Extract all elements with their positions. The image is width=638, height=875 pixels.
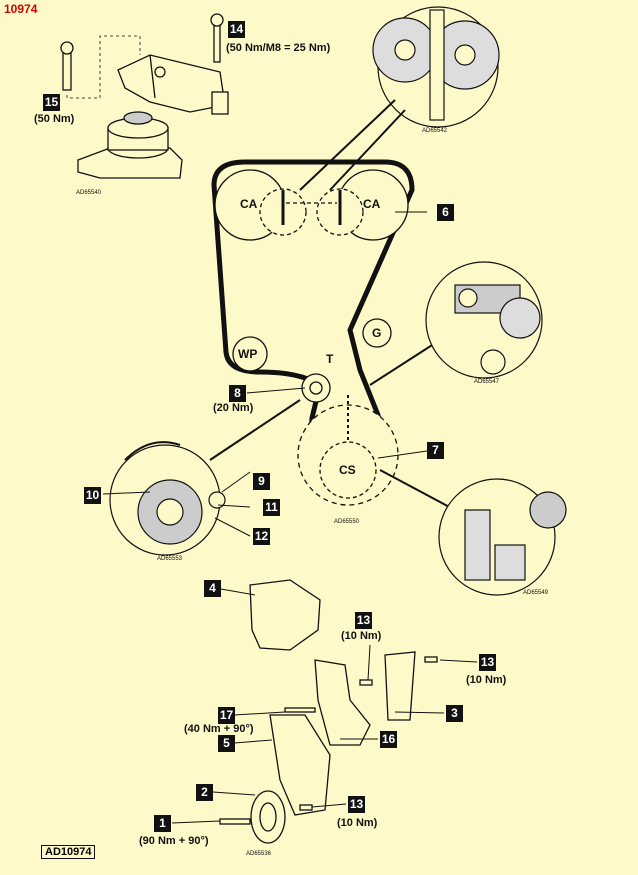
tensioner-inset-top xyxy=(425,261,543,379)
label-wp: WP xyxy=(238,347,258,361)
cover-leaders xyxy=(102,211,478,824)
callout-13-top: 13 xyxy=(355,612,372,629)
torque-17: (40 Nm + 90°) xyxy=(184,723,254,735)
torque-13-top: (10 Nm) xyxy=(341,630,382,642)
mount-leader-15 xyxy=(66,35,141,99)
callout-3: 3 xyxy=(446,705,463,722)
label-cs: CS xyxy=(339,463,356,477)
callout-11: 11 xyxy=(263,499,280,516)
callout-2: 2 xyxy=(196,784,213,801)
callout-13-right: 13 xyxy=(479,654,496,671)
label-t: T xyxy=(326,352,334,366)
code-crank-pulley: AD65536 xyxy=(246,851,272,857)
torque-13-bottom: (10 Nm) xyxy=(337,817,378,829)
callout-8: 8 xyxy=(229,385,246,402)
label-g: G xyxy=(372,326,382,340)
footer-badge: AD10974 xyxy=(41,845,96,859)
header-code: 10974 xyxy=(4,2,38,16)
guide-pulley xyxy=(362,318,392,348)
cam-detail-inset xyxy=(372,6,500,128)
callout-12: 12 xyxy=(253,528,270,545)
torque-13-right: (10 Nm) xyxy=(466,674,507,686)
code-crank-detail: AD65549 xyxy=(523,590,549,596)
label-ca-right: CA xyxy=(363,197,381,211)
water-pump-pulley xyxy=(232,336,268,372)
callout-1: 1 xyxy=(154,815,171,832)
leaders xyxy=(209,99,456,511)
callout-6: 6 xyxy=(437,204,454,221)
code-tensioner-left: AD65553 xyxy=(157,556,183,562)
callout-17: 17 xyxy=(218,707,235,724)
label-ca-left: CA xyxy=(240,197,258,211)
callout-13-bottom: 13 xyxy=(348,796,365,813)
code-tensioner-top: AD65547 xyxy=(474,379,500,385)
callout-10: 10 xyxy=(84,487,101,504)
callout-4: 4 xyxy=(204,580,221,597)
callout-5: 5 xyxy=(218,735,235,752)
torque-15: (50 Nm) xyxy=(34,113,75,125)
code-cam-detail: AD65542 xyxy=(422,128,448,134)
code-mount: AD65540 xyxy=(76,190,102,196)
callout-7: 7 xyxy=(427,442,444,459)
cover-assembly xyxy=(219,579,438,844)
tensioner-inset-left xyxy=(109,441,226,556)
callout-14: 14 xyxy=(228,21,245,38)
callout-16: 16 xyxy=(380,731,397,748)
engine-mount-illustration xyxy=(60,13,229,179)
torque-1: (90 Nm + 90°) xyxy=(139,835,209,847)
code-belt: AD65550 xyxy=(334,519,360,525)
crank-inset xyxy=(438,478,567,596)
torque-14: (50 Nm/M8 = 25 Nm) xyxy=(226,42,331,54)
torque-8: (20 Nm) xyxy=(213,402,254,414)
pulleys xyxy=(214,169,409,506)
callout-15: 15 xyxy=(43,94,60,111)
callout-9: 9 xyxy=(253,473,270,490)
